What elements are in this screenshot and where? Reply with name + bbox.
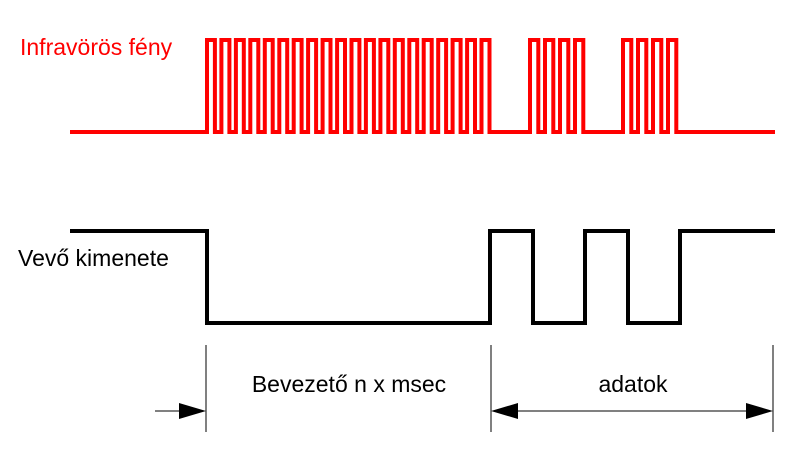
- arrow-right-icon: [746, 403, 773, 419]
- data-label: adatok: [598, 371, 668, 397]
- ir-light-waveform: [70, 38, 775, 134]
- receiver-output-waveform: [70, 229, 775, 325]
- arrow-right-icon: [179, 403, 206, 419]
- receiver-output-label: Vevő kimenete: [18, 245, 169, 271]
- preamble-label: Bevezető n x msec: [252, 371, 446, 397]
- arrow-left-icon: [491, 403, 518, 419]
- ir-light-label: Infravörös fény: [20, 34, 173, 60]
